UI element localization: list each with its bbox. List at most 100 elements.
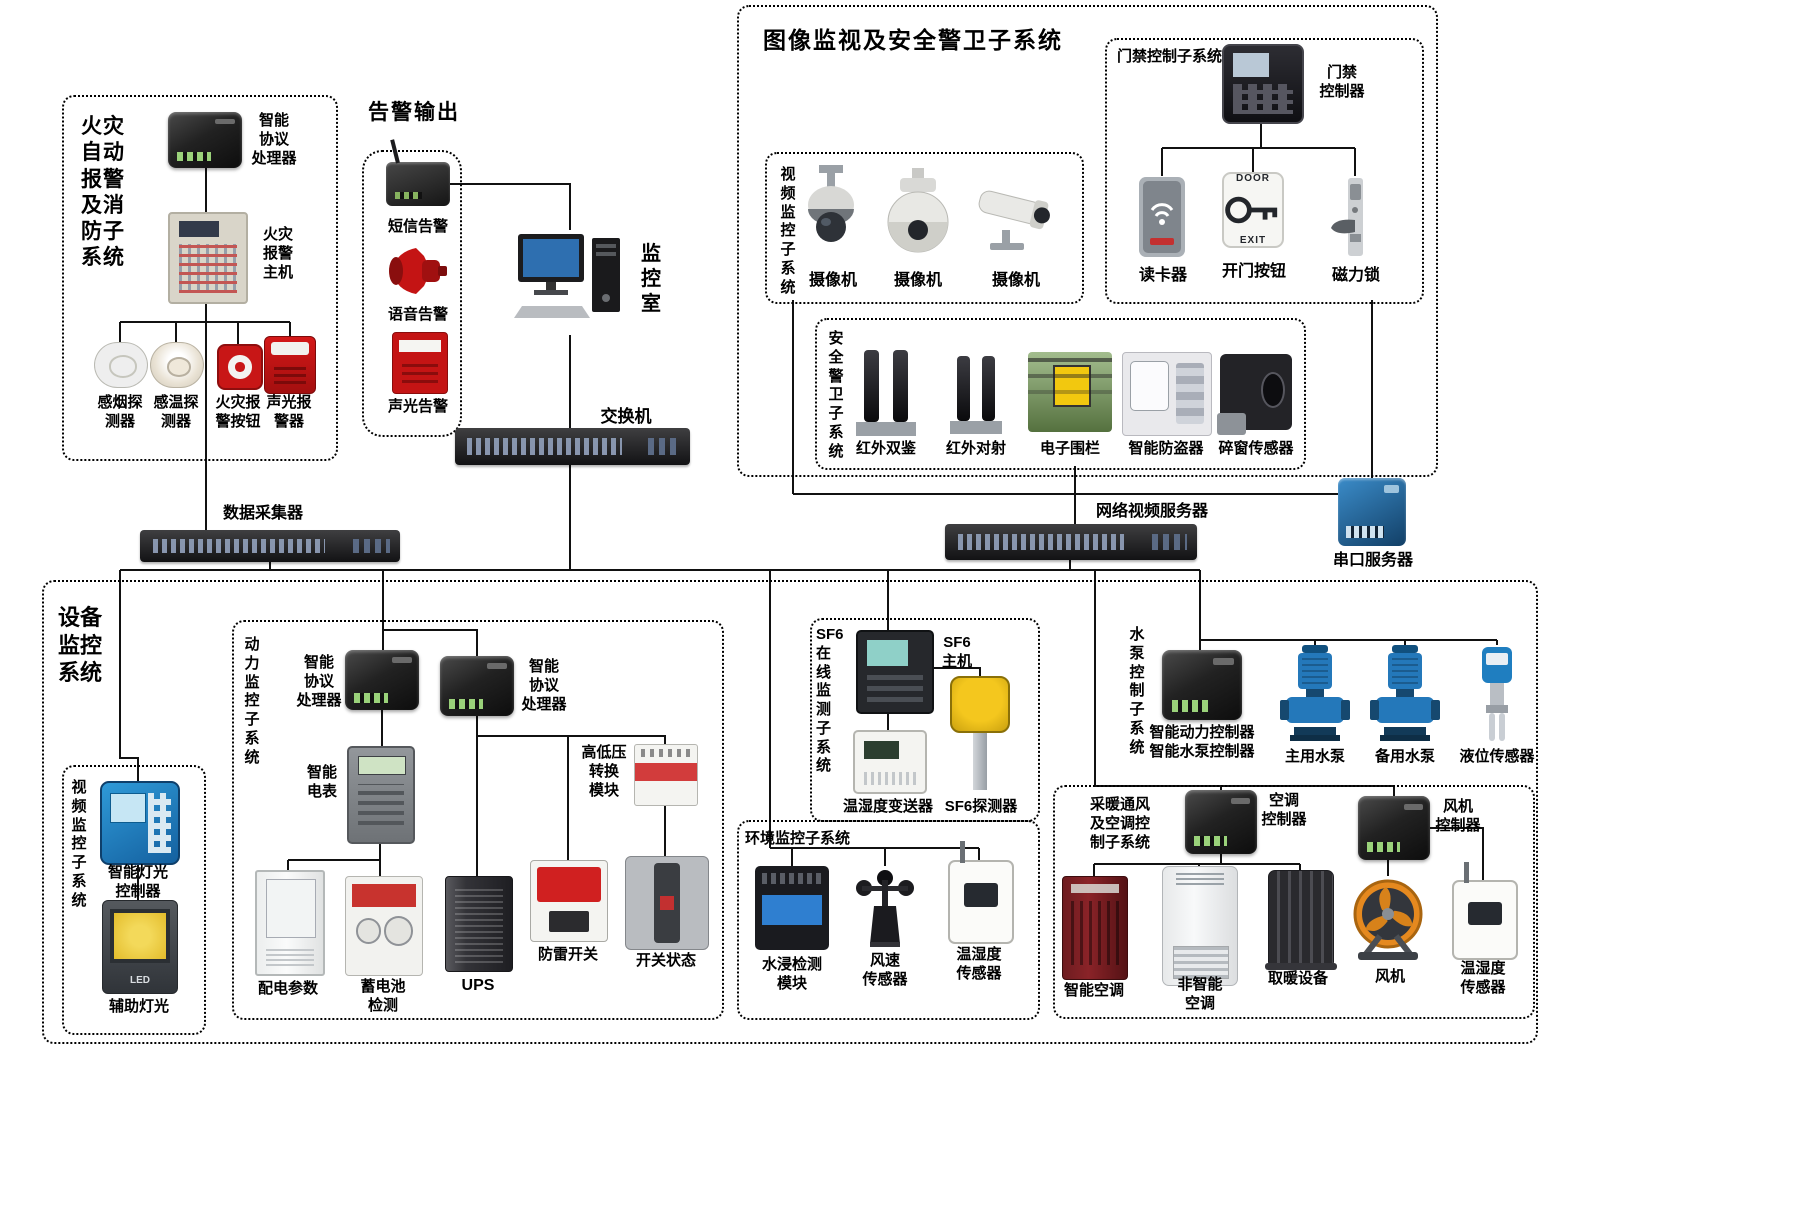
led-text: LED	[130, 974, 150, 986]
access-controller-device	[1222, 44, 1304, 124]
wind-speed-sensor-device	[852, 866, 918, 948]
serial-server-label: 串口服务器	[1332, 552, 1413, 569]
led-floodlight-device: LED	[102, 900, 178, 994]
power-protocol-processor2-device	[440, 656, 514, 716]
water-leak-module-label: 水浸检测 模块	[761, 956, 822, 992]
smart-light-controller-device	[100, 781, 180, 865]
ir-dual-detector-device	[856, 348, 916, 436]
power-protocol-processor1-device	[345, 650, 419, 710]
exit-button-device: DOOR EXIT	[1222, 172, 1284, 248]
sf6-host-device	[856, 630, 934, 714]
breaker-status-label: 开关状态	[635, 952, 696, 969]
magnetic-lock-label: 磁力锁	[1331, 267, 1380, 284]
fire-protocol-processor-label: 智能 协议 处理器	[251, 112, 297, 167]
surveillance-box	[737, 5, 1438, 477]
exit-button-exit-text: EXIT	[1239, 235, 1267, 246]
alarm-output-box	[362, 150, 462, 437]
heater-label: 取暖设备	[1267, 970, 1328, 987]
lightning-switch-device	[530, 860, 608, 942]
smart-ac-device	[1062, 876, 1128, 980]
monitor-room-label: 监控室	[641, 243, 661, 315]
switch-device	[455, 428, 690, 465]
card-reader-device	[1138, 176, 1186, 258]
ac-controller-device	[1185, 790, 1257, 854]
temp-detector-label: 感温探 测器	[153, 394, 199, 430]
pump-control-title: 水泵控制子系统	[1129, 626, 1145, 756]
monitor-room-computer	[508, 228, 632, 335]
fan-controller-label: 风机 控制器	[1435, 798, 1481, 834]
temp-detector-device	[150, 342, 204, 388]
ups-label: UPS	[461, 977, 495, 994]
power-monitor-sub-box	[232, 620, 724, 1020]
smoke-detector-device	[94, 342, 148, 388]
camera1-label: 摄像机	[808, 272, 857, 289]
video-surveillance-sub-box	[765, 152, 1084, 304]
cabinet-ac-device	[1162, 866, 1238, 986]
electronic-fence-label: 电子围栏	[1039, 440, 1100, 457]
fire-subsystem-box	[62, 95, 338, 461]
fan-controller-device	[1358, 796, 1430, 860]
security-guard-title: 安全警卫子系统	[828, 330, 844, 460]
equipment-monitor-title: 设备监控系统	[57, 605, 102, 685]
lightning-switch-label: 防雷开关	[537, 946, 598, 963]
voice-alarm-label: 语音告警	[387, 306, 448, 323]
alarm-output-title: 告警输出	[368, 101, 460, 124]
sf6-detector-label: SF6探测器	[944, 798, 1018, 815]
ir-beam-detector-label: 红外对射	[945, 440, 1006, 457]
magnetic-lock-device	[1328, 176, 1383, 258]
sms-alarm-device	[386, 162, 450, 206]
serial-server-device	[1338, 478, 1406, 546]
camera3-label: 摄像机	[991, 272, 1040, 289]
hv-lv-module-label: 高低压 转换 模块	[581, 744, 627, 799]
fire-subsystem-title: 火灾自动报警及消防子系统	[81, 115, 125, 270]
window-break-sensor-device	[1217, 354, 1292, 435]
fire-alarm-button-label: 火灾报 警按钮	[215, 394, 261, 430]
fire-protocol-processor-device	[168, 112, 242, 168]
power-cabinet-label: 配电参数	[257, 980, 318, 997]
data-collector-device	[140, 530, 400, 562]
sf6-title: SF6 在 线 监 测 子 系 统	[816, 626, 844, 775]
water-leak-module-device	[755, 866, 829, 950]
voice-alarm-horn-device	[386, 242, 448, 300]
ac-controller-label: 空调 控制器	[1261, 792, 1307, 828]
fan-label: 风机	[1374, 968, 1405, 985]
wind-speed-sensor-label: 风速 传感器	[862, 952, 908, 988]
surveillance-title: 图像监视及安全警卫子系统	[763, 27, 1063, 53]
window-break-sensor-label: 碎窗传感器	[1218, 440, 1294, 457]
smart-ac-label: 智能空调	[1063, 982, 1124, 999]
cabinet-ac-label: 非智能 空调	[1177, 976, 1223, 1012]
main-pump-label: 主用水泵	[1284, 748, 1345, 765]
fire-alarm-host-device	[168, 212, 248, 304]
data-collector-label: 数据采集器	[222, 505, 303, 522]
access-control-title: 门禁控制子系统	[1117, 48, 1223, 65]
camera2-label: 摄像机	[893, 272, 942, 289]
level-sensor-device	[1468, 645, 1526, 745]
power-cabinet-device	[255, 870, 325, 976]
power-protocol-processor2-label: 智能 协议 处理器	[521, 658, 567, 713]
sms-alarm-label: 短信告警	[387, 218, 448, 235]
smart-meter-label: 智能 电表	[306, 764, 337, 800]
smart-antitheft-device	[1122, 352, 1212, 436]
pump-controller-device	[1162, 650, 1242, 720]
bullet-camera	[972, 182, 1060, 257]
battery-tester-device	[345, 876, 423, 976]
card-reader-label: 读卡器	[1138, 267, 1187, 284]
sound-light-alarm-label: 声光报 警器	[266, 394, 312, 430]
env-monitor-title: 环境监控子系统	[745, 830, 851, 847]
breaker-status-device	[625, 856, 709, 950]
nvr-label: 网络视频服务器	[1095, 503, 1208, 520]
security-guard-sub-box	[815, 318, 1306, 470]
hvac-humidity-sensor-label: 温湿度 传感器	[1460, 960, 1506, 996]
humidity-transmitter-device	[853, 730, 927, 794]
fire-alarm-button-device	[217, 344, 263, 390]
fire-alarm-host-label: 火灾 报警 主机	[262, 226, 293, 281]
exit-button-door-text: DOOR	[1236, 173, 1270, 184]
pump-controller-label: 智能动力控制器 智能水泵控制器	[1149, 724, 1255, 760]
hvac-sub-box	[1053, 785, 1535, 1019]
sf6-host-label: SF6 主机	[941, 634, 972, 670]
backup-pump-device	[1368, 645, 1442, 745]
ptz-camera	[882, 168, 954, 263]
equipment-monitor-box	[42, 580, 1538, 1044]
